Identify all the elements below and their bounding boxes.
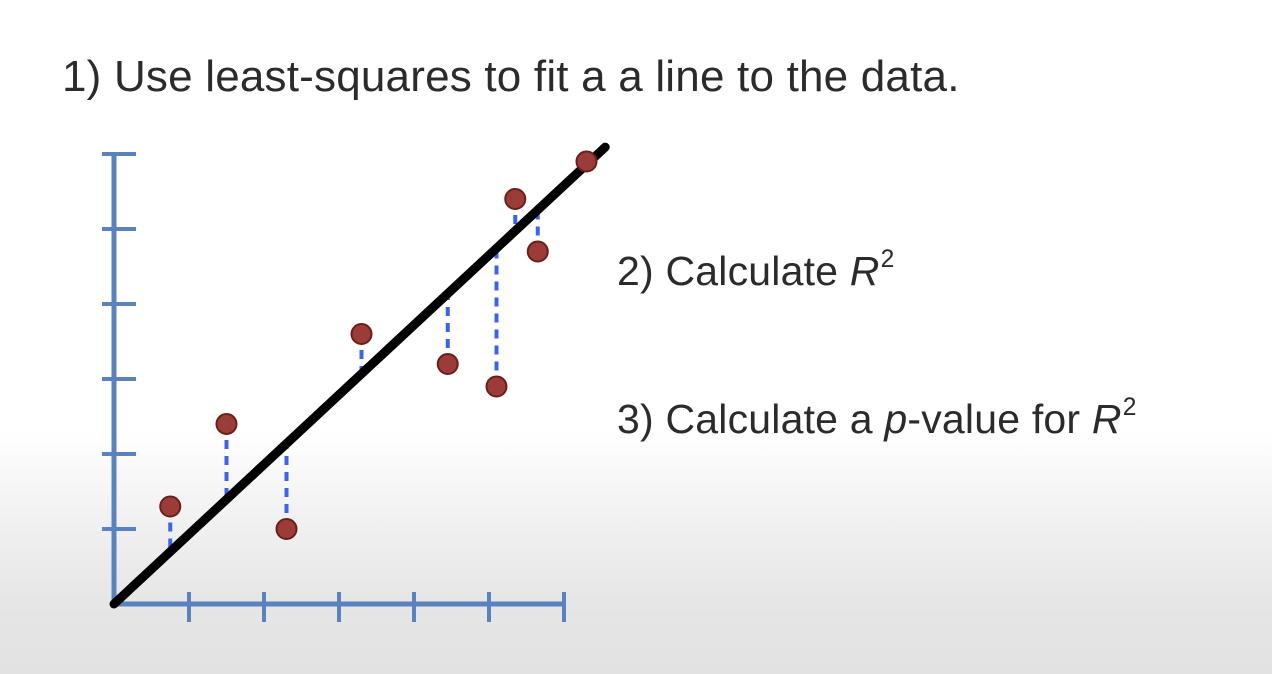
data-point	[504, 188, 527, 210]
data-point	[436, 353, 459, 375]
step-3-middle: -value for	[907, 396, 1092, 442]
data-point	[275, 518, 298, 540]
step-1-text: 1) Use least-squares to fit a a line to …	[62, 52, 960, 101]
squared-exponent: 2	[1122, 393, 1137, 421]
data-point	[350, 323, 373, 345]
fit-line	[109, 142, 610, 609]
fit-line-group	[109, 142, 610, 609]
squared-exponent: 2	[880, 245, 895, 273]
r-variable: R	[849, 248, 880, 294]
data-point	[485, 375, 508, 398]
r-variable: R	[1091, 396, 1122, 442]
p-variable: p	[884, 396, 908, 442]
step-2-prefix: 2) Calculate	[617, 248, 850, 294]
data-point	[526, 240, 549, 263]
plot-axes	[102, 152, 566, 622]
data-point	[215, 413, 238, 435]
step-2-text: 2) Calculate R2	[617, 245, 895, 295]
step-3-prefix: 3) Calculate a	[617, 396, 885, 442]
data-point	[159, 495, 182, 518]
data-point	[575, 150, 598, 173]
step-3-text: 3) Calculate a p-value for R2	[617, 393, 1137, 443]
data-points	[159, 150, 598, 540]
